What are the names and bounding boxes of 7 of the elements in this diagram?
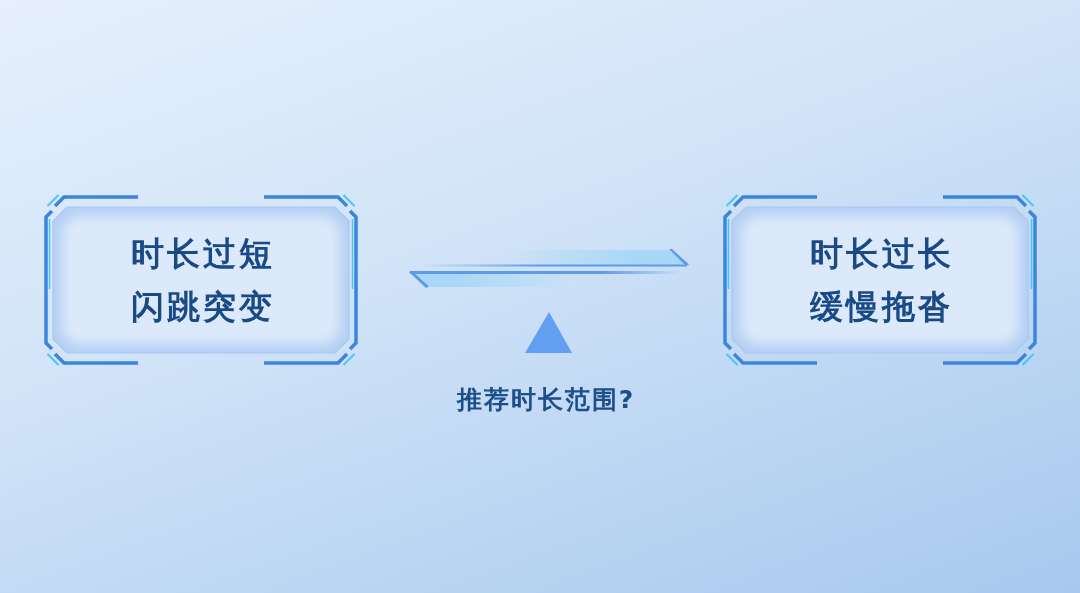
- panel-text: 缓慢拖沓: [808, 287, 954, 326]
- panel-text: 闪跳突变: [129, 287, 275, 326]
- panel-text: 时长过短: [129, 234, 275, 273]
- caption-text: 推荐时长范围?: [455, 385, 636, 415]
- framed-panel: [723, 194, 1037, 366]
- framed-panel: [44, 194, 358, 366]
- panel-text: 时长过长: [808, 234, 954, 273]
